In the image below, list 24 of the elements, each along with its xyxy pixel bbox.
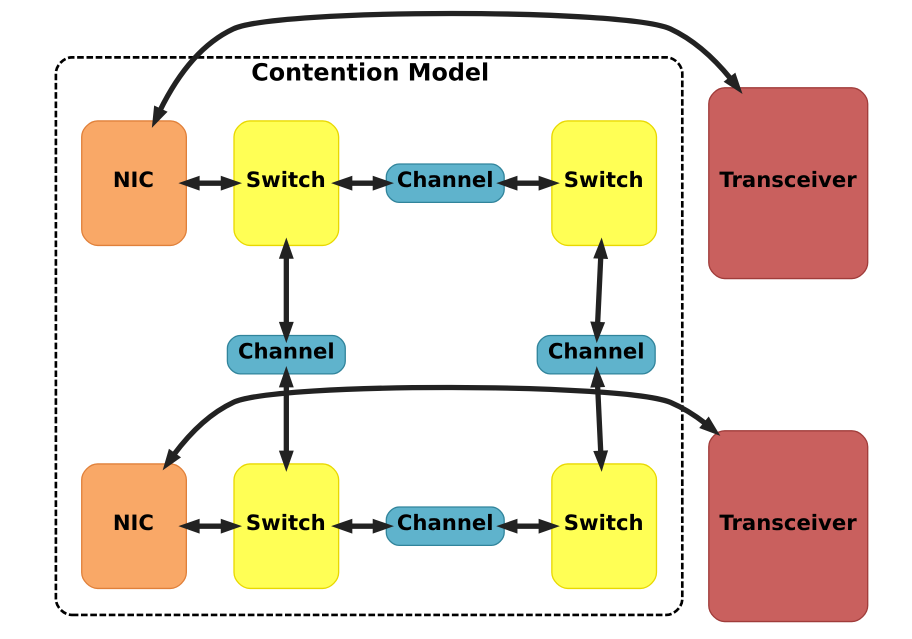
arrow [178, 518, 242, 534]
arrow [496, 176, 560, 191]
node-box: Switch [232, 463, 339, 590]
node-box: Switch [232, 120, 339, 246]
arrow [278, 237, 294, 344]
arrow [496, 518, 560, 534]
node-box: Channel [536, 334, 656, 375]
arrow [590, 366, 608, 472]
node-box: Switch [550, 120, 657, 246]
node-box: Switch [550, 463, 657, 590]
node-box: Channel [385, 506, 504, 546]
node-box: Transceiver [708, 430, 868, 622]
arrow [178, 176, 242, 191]
node-box: Channel [385, 163, 504, 204]
node-box: NIC [80, 463, 186, 590]
node-box: Channel [226, 334, 346, 375]
arrow [330, 176, 394, 191]
node-box: NIC [80, 120, 186, 246]
arrow [278, 366, 294, 472]
arrow [590, 237, 608, 344]
arrow [330, 518, 394, 534]
arrow [151, 10, 742, 128]
arrow [162, 384, 720, 470]
node-box: Transceiver [708, 87, 868, 280]
